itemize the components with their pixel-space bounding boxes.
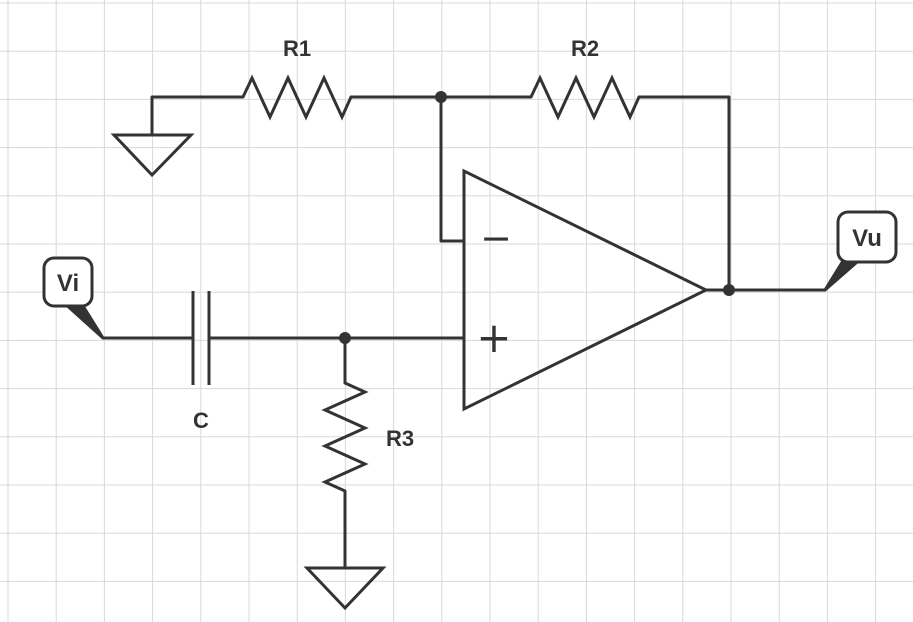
output-port-tag: Vu xyxy=(823,210,898,292)
inverting-input-symbol: − xyxy=(480,216,512,260)
input-port-tag: Vi xyxy=(42,256,105,340)
junction-node-noninverting xyxy=(339,332,351,344)
junction-node-output xyxy=(723,284,735,296)
input-port-label: Vi xyxy=(57,270,79,297)
resistor-r2 xyxy=(439,74,731,292)
op-amp: − + xyxy=(462,168,710,412)
resistor-r3 xyxy=(321,336,369,570)
ground-symbol-bottom xyxy=(303,566,387,611)
output-port-label: Vu xyxy=(852,225,882,252)
r3-label: R3 xyxy=(386,426,414,451)
resistor-r1 xyxy=(150,74,443,137)
r2-label: R2 xyxy=(571,36,599,61)
inverting-input-wire xyxy=(439,95,466,243)
capacitor-c xyxy=(101,291,466,385)
junction-node-feedback xyxy=(435,91,447,103)
ground-symbol-top xyxy=(110,133,195,178)
c-label: C xyxy=(193,408,209,433)
r1-label: R1 xyxy=(283,36,311,61)
noninverting-input-symbol: + xyxy=(476,313,511,362)
